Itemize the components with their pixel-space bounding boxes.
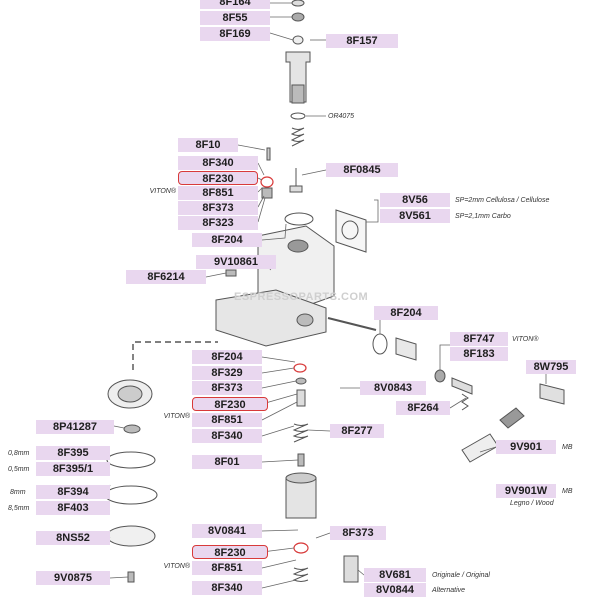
label-8F323[interactable]: 8F323 <box>178 216 258 230</box>
label-8F230-top[interactable]: 8F230 <box>178 171 258 185</box>
note-08mm: 0,8mm <box>8 450 30 457</box>
note-alternativa: Alternative <box>432 587 466 594</box>
label-8F394[interactable]: 8F394 <box>36 485 110 499</box>
part-8F6214 <box>225 269 237 277</box>
label-9V901[interactable]: 9V901 <box>496 440 556 454</box>
part-8F204b <box>372 333 388 355</box>
note-viton-1: VITON® <box>149 188 176 195</box>
label-8F851-mid[interactable]: 8F851 <box>192 413 262 427</box>
label-8V681[interactable]: 8V681 <box>364 568 426 582</box>
part-8F747 <box>395 337 417 361</box>
label-8F204-mid[interactable]: 8F204 <box>192 350 262 364</box>
label-8P41287[interactable]: 8P41287 <box>36 420 114 434</box>
part-lever <box>499 407 525 429</box>
label-8F340-top[interactable]: 8F340 <box>178 156 258 170</box>
part-spring-lower <box>292 423 309 443</box>
label-8F204-top[interactable]: 8F204 <box>192 233 262 247</box>
label-8F55[interactable]: 8F55 <box>200 11 270 25</box>
label-8F395[interactable]: 8F395 <box>36 446 110 460</box>
part-8F373a <box>261 187 273 199</box>
note-legno: Legno / Wood <box>510 500 554 507</box>
note-sp2: SP=2mm Cellulosa / Cellulose <box>455 197 550 204</box>
part-8F169 <box>292 35 304 45</box>
part-group-base <box>215 289 327 347</box>
note-mb-1: MB <box>562 444 573 451</box>
note-85mm: 8,5mm <box>8 505 30 512</box>
label-8F851-top[interactable]: 8F851 <box>178 186 258 200</box>
part-8F10 <box>266 147 271 161</box>
label-8W795[interactable]: 8W795 <box>526 360 576 374</box>
label-8F264[interactable]: 8F264 <box>396 401 450 415</box>
note-8mm: 8mm <box>10 489 26 496</box>
label-8F329[interactable]: 8F329 <box>192 366 262 380</box>
label-8F395-1[interactable]: 8F395/1 <box>36 462 110 476</box>
part-spring-right <box>461 393 469 411</box>
part-8F329 <box>293 363 307 373</box>
note-viton-4: VITON® <box>163 563 190 570</box>
label-8F10[interactable]: 8F10 <box>178 138 238 152</box>
label-8F157[interactable]: 8F157 <box>326 34 398 48</box>
label-8V561[interactable]: 8V561 <box>380 209 450 223</box>
part-8F230a <box>260 176 274 188</box>
part-8F204a <box>284 212 314 226</box>
part-8F395 <box>106 451 156 469</box>
label-8F340-mid[interactable]: 8F340 <box>192 429 262 443</box>
note-mb-2: MB <box>562 488 573 495</box>
label-9V901W[interactable]: 9V901W <box>496 484 556 498</box>
label-8NS52[interactable]: 8NS52 <box>36 531 110 545</box>
part-spring-1 <box>290 127 305 147</box>
part-8V0843 <box>451 377 473 395</box>
part-8F230b <box>296 389 306 407</box>
part-8F394 <box>104 485 158 505</box>
label-8F373-mid[interactable]: 8F373 <box>192 381 262 395</box>
part-8F230c <box>293 542 309 554</box>
watermark-text: ESPRESSOPARTS.COM <box>234 291 369 303</box>
part-8F01 <box>297 453 305 467</box>
label-8F204-right[interactable]: 8F204 <box>374 306 438 320</box>
note-originale: Originale / Original <box>432 572 490 579</box>
note-viton-2: VITON® <box>512 336 539 343</box>
label-8F373-top[interactable]: 8F373 <box>178 201 258 215</box>
label-8F183[interactable]: 8F183 <box>450 347 508 361</box>
label-8V0841[interactable]: 8V0841 <box>192 524 262 538</box>
part-right-shaft <box>327 317 377 331</box>
part-8V56-gasket <box>335 209 367 253</box>
label-8V56[interactable]: 8V56 <box>380 193 450 207</box>
label-9V0875[interactable]: 9V0875 <box>36 571 110 585</box>
note-viton-3: VITON® <box>163 413 190 420</box>
part-8F55 <box>291 12 305 22</box>
part-8NS52 <box>106 525 156 547</box>
label-8V0843[interactable]: 8V0843 <box>360 381 426 395</box>
part-8W795 <box>539 383 565 405</box>
label-8F851-bottom[interactable]: 8F851 <box>192 561 262 575</box>
part-8F164 <box>291 0 305 7</box>
label-9V10861[interactable]: 9V10861 <box>196 255 276 269</box>
label-8F01[interactable]: 8F01 <box>192 455 262 469</box>
label-8F747[interactable]: 8F747 <box>450 332 508 346</box>
part-or4075 <box>290 112 306 120</box>
label-8F373-bottom[interactable]: 8F373 <box>330 526 386 540</box>
label-8F230-mid[interactable]: 8F230 <box>192 397 268 411</box>
label-8F277[interactable]: 8F277 <box>330 424 384 438</box>
label-8F169[interactable]: 8F169 <box>200 27 270 41</box>
label-8F164[interactable]: 8F164 <box>200 0 270 9</box>
label-8F6214[interactable]: 8F6214 <box>126 270 206 284</box>
note-sp21: SP=2,1mm Carbo <box>455 213 511 220</box>
label-8F340-bottom[interactable]: 8F340 <box>192 581 262 595</box>
part-9V0875 <box>127 571 135 583</box>
label-8F230-bottom[interactable]: 8F230 <box>192 545 268 559</box>
label-8F0845[interactable]: 8F0845 <box>326 163 398 177</box>
part-8P41287 <box>123 424 141 434</box>
part-8F0845 <box>289 168 303 193</box>
part-8F157-thread <box>291 84 305 104</box>
part-spring-bottom <box>292 567 309 582</box>
label-8V0844[interactable]: 8V0844 <box>364 583 426 597</box>
note-05mm: 0,5mm <box>8 466 30 473</box>
note-or4075: OR4075 <box>328 113 355 120</box>
part-lower-body <box>285 477 317 519</box>
label-8F403[interactable]: 8F403 <box>36 501 110 515</box>
part-8V681 <box>343 555 359 583</box>
